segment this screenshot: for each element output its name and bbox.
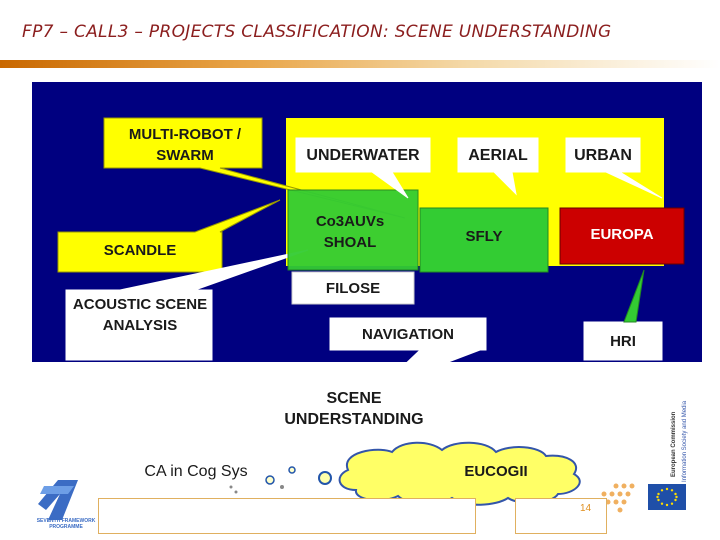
scene-understanding-plate <box>262 380 446 438</box>
acoustic-callout <box>65 249 309 361</box>
europa-box <box>559 207 685 265</box>
page-number: 14 <box>580 503 592 514</box>
fp7-logo-text: SEVENTH FRAMEWORK PROGRAMME <box>36 518 96 530</box>
dot-small-1 <box>318 471 332 485</box>
europa-label: EUROPA <box>590 226 654 243</box>
scandle-label: SCANDLE <box>103 242 177 259</box>
filose-box <box>291 271 415 305</box>
filose-label: FILOSE <box>325 280 381 297</box>
eu-commission-text-1: European Commission <box>671 411 677 477</box>
sfly-box <box>419 207 549 273</box>
fp7-logo <box>38 480 78 520</box>
footer-box-right <box>515 498 607 534</box>
urban-label: URBAN <box>574 147 632 164</box>
dot-small-4 <box>280 485 284 489</box>
multi-robot-label: MULTI-ROBOT / SWARM <box>128 126 242 164</box>
hri-label: HRI <box>610 333 636 350</box>
co3auvs-label: Co3AUVs SHOAL <box>315 213 385 251</box>
hri-tail <box>623 269 645 323</box>
eu-flag-logo <box>648 484 686 510</box>
scene-understanding-label: SCENE UNDERSTANDING <box>284 390 424 428</box>
dot-small-3 <box>265 475 275 485</box>
co3auvs-box <box>287 189 419 271</box>
eu-stars-icon <box>656 487 678 507</box>
acoustic-label: ACOUSTIC SCENE ANALYSIS <box>72 296 208 334</box>
eucogii-cloud <box>338 441 581 506</box>
footer-box-left <box>98 498 476 534</box>
sfly-label: SFLY <box>465 228 503 245</box>
underwater-callout <box>295 137 431 199</box>
dot-small-5 <box>229 485 233 489</box>
dot-small-2 <box>288 466 296 474</box>
aerial-callout <box>457 137 539 196</box>
title-divider <box>0 60 720 68</box>
ca-in-cog-sys-label: CA in Cog Sys <box>144 463 248 480</box>
aerial-label: AERIAL <box>468 147 528 164</box>
slide-title: FP7 – CALL3 – PROJECTS CLASSIFICATION: S… <box>22 22 612 42</box>
navigation-callout <box>329 317 487 389</box>
scandle-callout <box>57 199 281 273</box>
navigation-label: NAVIGATION <box>362 326 454 343</box>
eu-commission-text-2: Information Society and Media <box>682 400 688 482</box>
dot-small-6 <box>234 490 238 494</box>
eucogii-label: EUCOGII <box>464 463 528 480</box>
urban-callout <box>565 137 663 199</box>
underwater-label: UNDERWATER <box>306 147 420 164</box>
